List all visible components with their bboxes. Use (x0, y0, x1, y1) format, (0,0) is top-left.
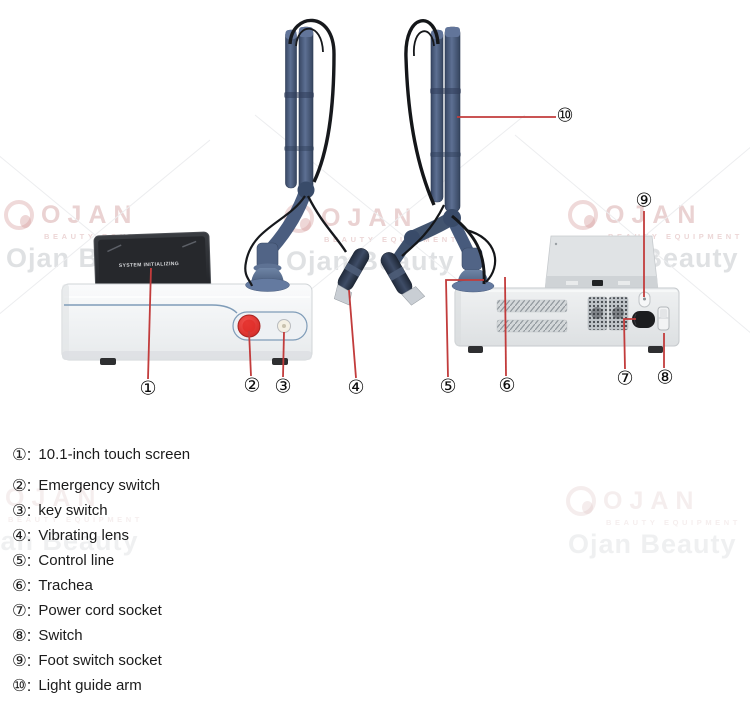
legend-item-6: ⑥: Trachea (12, 573, 190, 598)
callout-label-10: ⑩ (556, 105, 574, 127)
legend-text: Emergency switch (38, 477, 161, 494)
legend-item-9: ⑨: Foot switch socket (12, 648, 190, 673)
callout-label-3: ③ (274, 376, 292, 398)
legend-num: ①: (12, 445, 32, 464)
foot-switch-socket (638, 291, 651, 308)
legend-item-8: ⑧: Switch (12, 623, 190, 648)
callout-label-7: ⑦ (616, 368, 634, 390)
watermark-ojan: OJAN BEAUTY EQUIPMENT Ojan Beauty (566, 486, 741, 560)
legend-item-4: ④: Vibrating lens (12, 523, 190, 548)
legend-item-1: ①: 10.1-inch touch screen (12, 442, 190, 467)
vibrating-lens-right (380, 252, 426, 306)
emergency-switch (237, 314, 261, 338)
legend-item-10: ⑩: Light guide arm (12, 673, 190, 698)
legend-item-5: ⑤: Control line (12, 548, 190, 573)
legend-text: key switch (38, 502, 108, 519)
back-view-machine (454, 235, 680, 353)
callout-line-7 (623, 318, 636, 370)
light-guide-arm-left (244, 18, 370, 306)
callout-label-1: ① (139, 378, 157, 400)
watermark-ojan: OJAN BEAUTY EQUIPMENT Ojan Beauty (284, 203, 459, 277)
watermark-tagline: BEAUTY EQUIPMENT (606, 518, 741, 527)
legend-item-3: ③: key switch (12, 498, 190, 523)
callout-label-4: ④ (347, 377, 365, 399)
arm-cables-left (244, 18, 348, 287)
legend-num: ⑧: (12, 626, 32, 645)
parts-legend: ①: 10.1-inch touch screen ②: Emergency s… (12, 442, 190, 698)
power-switch (657, 306, 670, 331)
callout-lines (147, 116, 665, 380)
watermark-tagline: BEAUTY EQUIPMENT (608, 232, 743, 241)
callout-label-5: ⑤ (439, 376, 457, 398)
legend-text: Power cord socket (38, 602, 162, 619)
callout-label-6: ⑥ (498, 375, 516, 397)
legend-num: ④: (12, 526, 32, 545)
callout-line-4 (348, 289, 357, 379)
legend-text: Foot switch socket (38, 652, 162, 669)
legend-item-7: ⑦: Power cord socket (12, 598, 190, 623)
vibrating-lens-left (333, 248, 370, 306)
callout-line-6 (504, 276, 507, 377)
legend-text: Control line (38, 552, 115, 569)
callout-label-8: ⑧ (656, 367, 674, 389)
callout-line-2 (248, 330, 252, 377)
legend-num: ⑥: (12, 576, 32, 595)
callout-line-3 (282, 331, 285, 378)
watermark-ojan: OJAN BEAUTY EQUIPMENT Ojan Beauty (0, 483, 143, 557)
legend-num: ⑦: (12, 601, 32, 620)
callout-label-2: ② (243, 375, 261, 397)
machine-foot (100, 358, 116, 365)
legend-num: ③: (12, 501, 32, 520)
ojan-logo-icon (566, 486, 596, 516)
legend-text: Vibrating lens (38, 527, 130, 544)
vent-grille (496, 299, 568, 333)
watermark-name: Ojan Beauty (568, 529, 737, 559)
arm-base-right (451, 247, 495, 293)
machine-foot (272, 358, 288, 365)
arm-base-left (245, 242, 290, 292)
watermark-brand: OJAN (603, 486, 701, 515)
legend-text: Switch (38, 627, 83, 644)
watermark-brand: OJAN (41, 200, 139, 229)
callout-line-5 (445, 279, 484, 378)
machine-foot (648, 346, 663, 353)
legend-num: ⑩: (12, 676, 32, 695)
watermark-name: Ojan Beauty (0, 526, 139, 556)
legend-text: 10.1-inch touch screen (38, 446, 191, 463)
device-diagram (0, 18, 750, 380)
legend-item-2: ②: Emergency switch (12, 473, 190, 498)
watermark-brand: OJAN (321, 203, 419, 232)
callout-line-1 (147, 267, 152, 380)
ojan-logo-icon (4, 200, 34, 230)
legend-num: ⑨: (12, 651, 32, 670)
watermark-name: Ojan Beauty (286, 246, 455, 276)
legend-num: ②: (12, 476, 32, 495)
light-guide-arm-right (380, 19, 497, 306)
watermark-tagline: BEAUTY EQUIPMENT (8, 515, 143, 524)
legend-text: Trachea (38, 577, 93, 594)
key-switch (277, 319, 291, 333)
watermark-tagline: BEAUTY EQUIPMENT (324, 235, 459, 244)
callout-label-9: ⑨ (635, 190, 653, 212)
ojan-logo-icon (568, 200, 598, 230)
machine-foot (468, 346, 483, 353)
legend-num: ⑤: (12, 551, 32, 570)
accent-line (64, 304, 238, 314)
watermark-brand: OJAN (5, 483, 103, 512)
arm-cables-right (401, 19, 497, 285)
screen-back-panel (544, 235, 659, 291)
legend-text: Light guide arm (38, 677, 142, 694)
